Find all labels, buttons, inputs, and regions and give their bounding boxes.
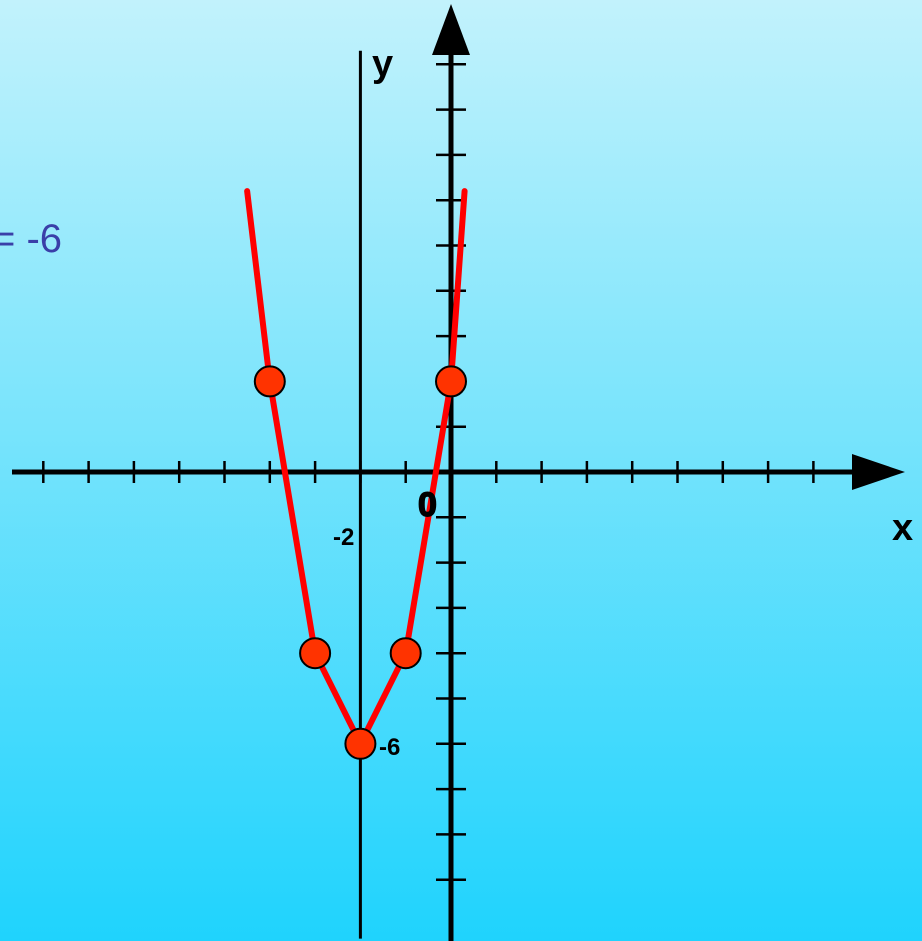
x-axis-arrow	[852, 454, 905, 490]
x-tick-label: -2	[333, 524, 354, 551]
data-point	[253, 365, 286, 398]
side-text: = -6	[0, 217, 62, 261]
data-point	[299, 637, 332, 670]
origin-label: 0	[418, 486, 437, 524]
parabola-curve	[244, 188, 468, 747]
y-axis-label: y	[372, 43, 393, 85]
data-point	[435, 365, 467, 398]
x-axis-label: x	[892, 507, 913, 549]
y-axis-arrow	[432, 4, 470, 55]
y-tick-label: -6	[379, 734, 400, 761]
data-point	[344, 727, 377, 760]
data-point	[389, 637, 422, 670]
